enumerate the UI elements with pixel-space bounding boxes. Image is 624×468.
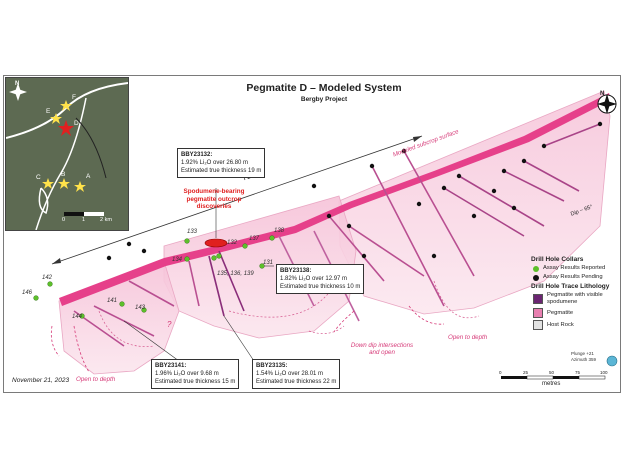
callout-bby23141: BBY23141: 1.96% Li₂O over 9.68 m Estimat… bbox=[151, 359, 240, 389]
discovery-line-2: pegmatite outcrop bbox=[186, 195, 242, 203]
legend-row-peg-spod: Pegmatite with visible spodumene bbox=[533, 292, 617, 306]
inset-scale-0: 0 bbox=[62, 217, 66, 223]
legend-row-reported: Assay Results Reported bbox=[533, 265, 617, 272]
callout-id: BBY23135: bbox=[256, 363, 288, 369]
hole-label-131: 131 bbox=[263, 260, 274, 266]
discovery-outcrop bbox=[204, 238, 228, 248]
subcrop-surface bbox=[59, 93, 611, 306]
pegmatite-body-left bbox=[58, 260, 180, 375]
callout-thickness: Estimated true thickness 19 m bbox=[181, 168, 262, 174]
hole-label-144: 144 bbox=[72, 314, 83, 320]
legend-row-pending: Assay Results Pending bbox=[533, 274, 617, 281]
pending-swatch bbox=[533, 274, 539, 281]
callout-thickness: Estimated true thickness 15 m bbox=[155, 379, 236, 385]
hole-label-133: 133 bbox=[187, 229, 198, 235]
discovery-label: Spodumene-bearing pegmatite outcrop disc… bbox=[169, 188, 259, 211]
page-title: Pegmatite D – Modeled System bbox=[246, 82, 402, 94]
peg-spod-swatch bbox=[533, 294, 543, 304]
callout-grade: 1.82% Li₂O over 12.97 m bbox=[280, 276, 348, 282]
legend-row-pegmatite: Pegmatite bbox=[533, 308, 617, 318]
pegmatite-swatch bbox=[533, 308, 543, 318]
legend-row-host: Host Rock bbox=[533, 320, 617, 330]
scale-tick-75: 75 bbox=[575, 370, 581, 375]
inset-letter-b: B bbox=[61, 171, 66, 178]
north-label: N bbox=[600, 91, 605, 97]
callout-bby23138: BBY23138: 1.82% Li₂O over 12.97 m Estima… bbox=[276, 264, 365, 294]
open-to-depth-right: Open to depth bbox=[448, 334, 488, 341]
orientation-globe-icon bbox=[606, 355, 618, 367]
legend-pegmatite-label: Pegmatite bbox=[547, 309, 574, 316]
inset-north-label: N bbox=[15, 81, 20, 87]
callout-bby23132: BBY23132: 1.92% Li₂O over 26.80 m Estima… bbox=[177, 148, 266, 178]
callout-id: BBY23138: bbox=[280, 268, 312, 274]
callout-grade: 1.92% Li₂O over 26.80 m bbox=[181, 160, 249, 166]
hole-label-138: 138 bbox=[274, 228, 285, 234]
discovery-line-3: discoveries bbox=[196, 203, 232, 210]
plunge-line: Plunge +21 bbox=[571, 351, 594, 356]
downdip-line-1: Down dip intersections bbox=[350, 342, 414, 349]
hole-label-137: 137 bbox=[249, 236, 260, 242]
distance-arrow bbox=[51, 135, 423, 265]
legend-reported-label: Assay Results Reported bbox=[543, 265, 606, 271]
downdip-label: Down dip intersections and open bbox=[342, 342, 422, 356]
inset-scale-2: 2 km bbox=[100, 217, 112, 223]
inset-letter-d: D bbox=[74, 120, 79, 127]
hole-label-146: 146 bbox=[22, 290, 33, 296]
legend-lithology-title: Drill Hole Trace Lithology bbox=[531, 283, 610, 290]
hole-label-142: 142 bbox=[42, 275, 53, 281]
inset-letter-a: A bbox=[86, 173, 91, 180]
north-arrow bbox=[597, 94, 617, 114]
host-rock-swatch bbox=[533, 320, 543, 330]
legend-host-label: Host Rock bbox=[547, 321, 574, 328]
scale-tick-100: 100 bbox=[600, 370, 608, 375]
figure-frame: F E D C B A N 0 1 2 km Pegmatite D – Mod… bbox=[3, 75, 621, 393]
scale-bar bbox=[501, 375, 606, 380]
model-diagram bbox=[33, 90, 618, 380]
discovery-line-1: Spodumene-bearing bbox=[183, 188, 245, 195]
hole-label-141: 141 bbox=[107, 298, 118, 304]
hole-label-143: 143 bbox=[135, 305, 146, 311]
downdip-line-2: and open bbox=[369, 349, 395, 356]
drill-traces bbox=[73, 123, 601, 347]
inset-letter-e: E bbox=[46, 108, 51, 115]
inset-letter-f: F bbox=[72, 94, 76, 101]
question-mark: ? bbox=[167, 320, 172, 329]
hole-label-134: 134 bbox=[172, 257, 183, 263]
reported-swatch bbox=[533, 265, 539, 272]
inset-d-star bbox=[58, 120, 74, 136]
legend: Drill Hole Collars Assay Results Reporte… bbox=[531, 254, 617, 332]
hole-label-132: 132 bbox=[227, 240, 238, 246]
callout-thickness: Estimated true thickness 22 m bbox=[256, 379, 337, 385]
inset-letter-c: C bbox=[36, 174, 41, 181]
inset-scale-1: 1 bbox=[82, 217, 86, 223]
callout-grade: 1.54% Li₂O over 28.01 m bbox=[256, 371, 324, 377]
plunge-info: Plunge +21 Azimuth 359 bbox=[571, 351, 596, 362]
callout-id: BBY23141: bbox=[155, 363, 187, 369]
azimuth-line: Azimuth 359 bbox=[571, 356, 597, 362]
callout-grade: 1.96% Li₂O over 9.68 m bbox=[155, 371, 219, 377]
reported-collars bbox=[33, 235, 275, 319]
open-to-depth-left: Open to depth bbox=[76, 376, 116, 383]
scale-tick-50: 50 bbox=[549, 370, 555, 375]
legend-collars-title: Drill Hole Collars bbox=[531, 256, 584, 263]
scale-unit: metres bbox=[542, 381, 561, 387]
scale-tick-0: 0 bbox=[499, 370, 502, 375]
pending-collars bbox=[106, 121, 603, 261]
date-label: November 21, 2023 bbox=[12, 377, 70, 384]
legend-pending-label: Assay Results Pending bbox=[543, 274, 603, 280]
legend-peg-spod-label: Pegmatite with visible spodumene bbox=[547, 292, 603, 305]
callout-id: BBY23132: bbox=[181, 152, 213, 158]
page-subtitle: Bergby Project bbox=[300, 96, 348, 103]
hole-label-135-136-139: 135, 136, 139 bbox=[217, 271, 254, 277]
callout-thickness: Estimated true thickness 10 m bbox=[280, 284, 361, 290]
callout-bby23135: BBY23135: 1.54% Li₂O over 28.01 m Estima… bbox=[252, 359, 341, 389]
scale-tick-25: 25 bbox=[523, 370, 529, 375]
inset-map: F E D C B A N 0 1 2 km bbox=[5, 77, 129, 231]
